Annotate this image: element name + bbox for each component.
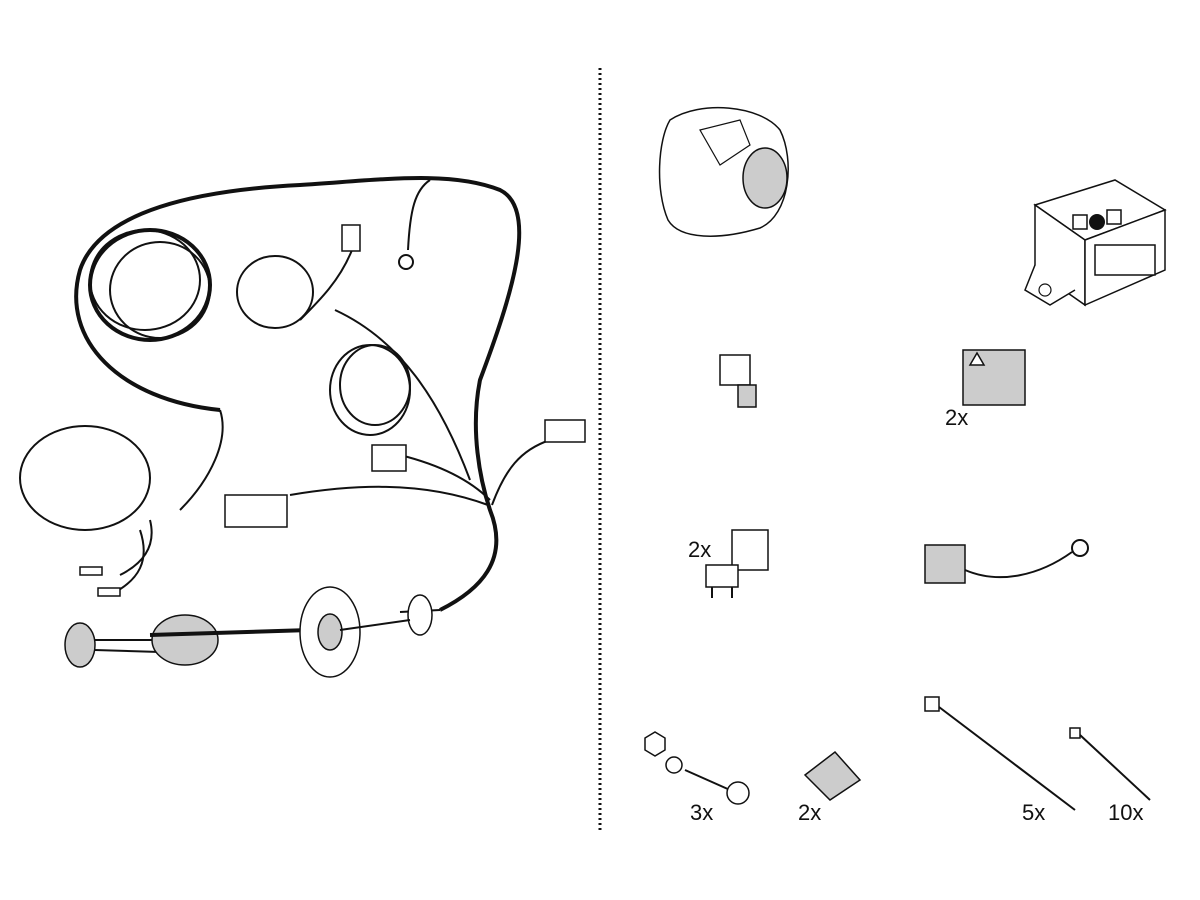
quantity-adhesive-pad: 2x <box>798 800 822 825</box>
socket-13pin <box>658 106 789 237</box>
screw-set <box>644 731 750 805</box>
control-module <box>1024 179 1167 307</box>
cable-tie-large <box>924 696 1076 811</box>
wiring-harness <box>19 176 586 678</box>
adhesive-pad <box>803 750 862 801</box>
earth-lead <box>924 539 1089 584</box>
instruction-sticker <box>962 349 1026 406</box>
quantity-screw: 3x <box>690 800 714 825</box>
quantity-fuse-holder: 2x <box>688 537 712 562</box>
quantity-cable-tie-small: 10x <box>1108 800 1144 825</box>
quantity-cable-tie-large: 5x <box>1022 800 1046 825</box>
fuse-holder <box>705 529 769 598</box>
relay-connector <box>719 354 757 408</box>
quantity-instruction-sticker: 2x <box>945 405 969 430</box>
cable-tie-small <box>1069 727 1151 801</box>
